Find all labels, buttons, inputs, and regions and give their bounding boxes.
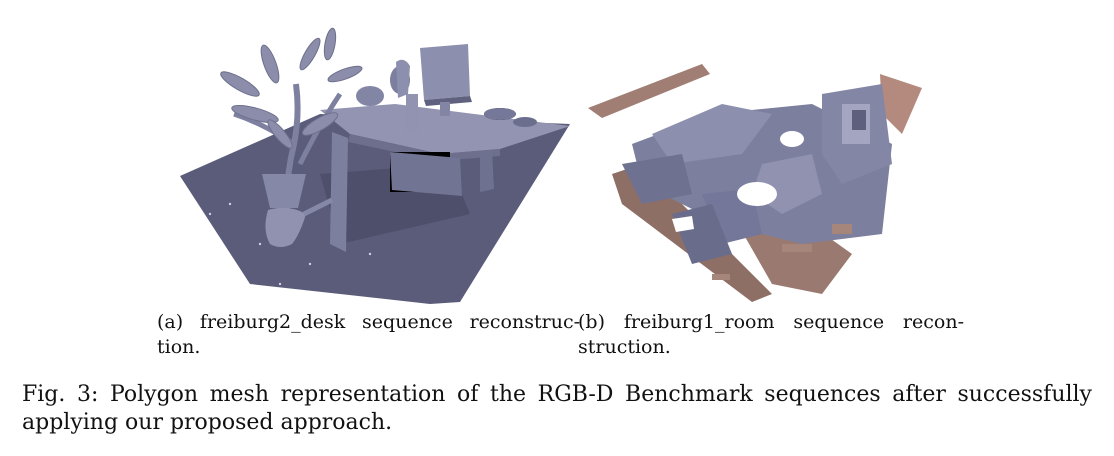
- desk-object-1: [356, 86, 384, 106]
- wall-top-left: [588, 64, 710, 118]
- subfigure-caption-b-line1: (b) freiburg1_room sequence recon-: [578, 311, 964, 333]
- monitor: [420, 44, 470, 100]
- wall-top-right: [880, 74, 922, 134]
- mesh-hole: [737, 182, 777, 206]
- plant: [220, 27, 363, 225]
- subfigure-caption-a: (a) freiburg2_desk sequence reconstruc- …: [157, 310, 580, 360]
- desk-top: [320, 104, 570, 154]
- room-furniture-left: [622, 154, 692, 204]
- desk-leg-right: [480, 150, 494, 192]
- desk-figure: [396, 59, 410, 98]
- subfigure-caption-a-line1: (a) freiburg2_desk sequence reconstruc-: [157, 311, 580, 333]
- subfigure-caption-a-line2: tion.: [157, 336, 201, 358]
- figure-image-desk-reconstruction: [170, 14, 580, 306]
- floor-specks: [208, 202, 372, 286]
- desk-mesh-graphic: [180, 27, 570, 304]
- room-mesh-graphic: [588, 64, 922, 302]
- figure-caption-line1: Fig. 3: Polygon mesh representation of t…: [22, 382, 1092, 407]
- desk-leg-left: [330, 132, 348, 252]
- figure-image-room-reconstruction: [582, 44, 954, 306]
- watering-can: [265, 207, 306, 247]
- figure-caption-line2: applying our proposed approach.: [22, 410, 393, 435]
- subfigure-caption-b-line2: struction.: [578, 336, 671, 358]
- subfigure-caption-b: (b) freiburg1_room sequence recon- struc…: [578, 310, 964, 360]
- desk-edge: [348, 134, 500, 161]
- plant-pot: [262, 174, 306, 208]
- figure-caption: Fig. 3: Polygon mesh representation of t…: [22, 381, 1092, 437]
